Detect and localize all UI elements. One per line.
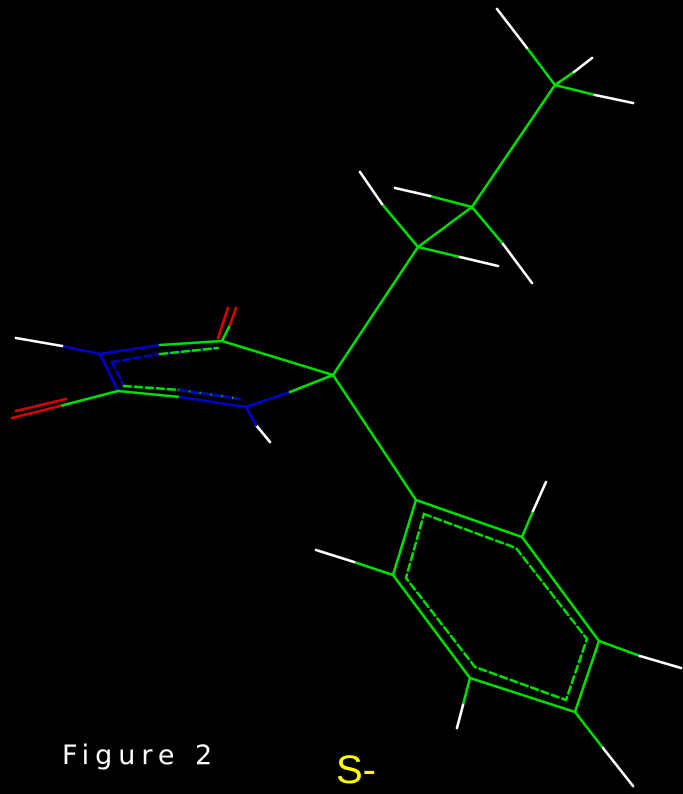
bond-n2-cq [244, 390, 292, 409]
bond-c4-o-b [228, 306, 238, 327]
ring-dash-lower-blue [178, 388, 242, 401]
bond-ch3-h3 [553, 83, 597, 97]
phenyl-dash [404, 512, 589, 702]
stereo-label: S- [336, 748, 376, 792]
bond-ph-h5-w [314, 548, 356, 564]
bond-ch2-ch3 [416, 205, 474, 249]
bond-c4-o-c [216, 306, 230, 340]
bond-cq-n2 [288, 373, 335, 394]
bond-n2-h [254, 423, 272, 444]
ring-dash-left [110, 360, 126, 388]
bond-c4-o-a [220, 323, 232, 343]
bond-o-left-a [10, 404, 62, 420]
bond-ph-h4-w [455, 703, 465, 730]
bond-ch2-h2-w [458, 255, 500, 268]
bond-ch3-h2-w [572, 56, 594, 74]
bond-cq-ch2 [331, 245, 420, 377]
bond-c4-cq [220, 339, 335, 377]
bond-n1-c1 [98, 343, 162, 356]
bond-ch-h3-w [393, 186, 432, 198]
bond-c2-o [58, 389, 120, 408]
bond-c3-n2 [178, 395, 248, 409]
bond-ch3-h2 [553, 70, 576, 87]
bond-ph-h2 [597, 639, 642, 658]
bond-ch2-h1 [380, 202, 420, 249]
bond-c1-c4 [158, 339, 224, 347]
bond-ch2-h1-w [358, 170, 384, 206]
bond-ch-ch3 [470, 83, 557, 209]
bond-ch3-h1-w [495, 7, 529, 50]
bond-ph-h3-w [601, 746, 635, 788]
bond-ch3-h3-w [593, 93, 635, 105]
bond-ch-h3 [428, 194, 474, 209]
figure-label: Figure 2 [62, 740, 219, 771]
bond-n1-c2 [98, 352, 120, 393]
bond-cq-ph [331, 373, 418, 502]
bond-ph-h1-w [531, 480, 548, 513]
bond-c2-c3 [116, 389, 182, 399]
bond-n2-h-root [244, 405, 258, 427]
phenyl-ring [391, 498, 601, 714]
bond-ph-h5 [352, 560, 395, 577]
ring-dash-upper-green [158, 346, 220, 356]
bond-ph-h3 [573, 710, 605, 750]
bond-ph-h2-w [638, 654, 683, 670]
bond-o-left-b [14, 397, 68, 413]
bond-ch3-h1 [525, 46, 557, 87]
bond-ch2-h2 [416, 245, 462, 259]
bond-n1-h [14, 336, 64, 348]
bond-ph-h4 [461, 676, 472, 707]
bond-ch-h4-w [501, 242, 534, 285]
bond-ph-h1 [520, 509, 535, 539]
bond-c2-n1 [60, 344, 102, 356]
bond-ch-h4 [470, 205, 505, 246]
